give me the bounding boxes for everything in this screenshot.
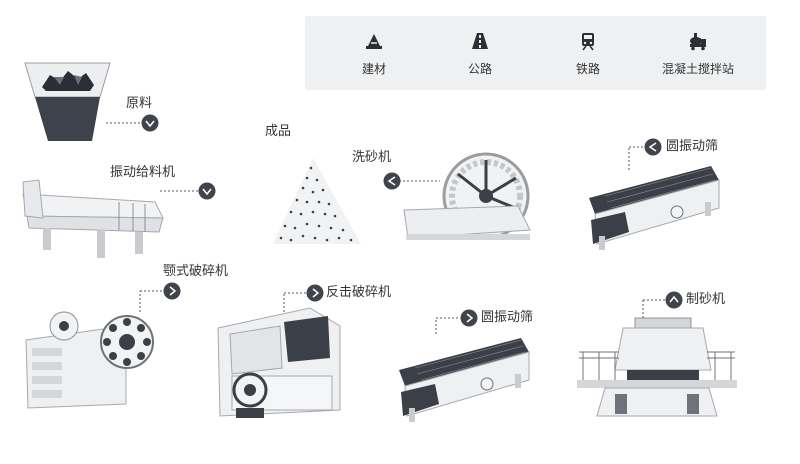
label-sand-maker: 制砂机: [686, 292, 726, 307]
legend-label: 铁路: [575, 62, 600, 76]
vibrating-feeder: [22, 179, 164, 258]
badge-vibrating-screen-bottom: [460, 309, 478, 327]
finished-product-pile: [273, 158, 361, 244]
jaw-crusher: [25, 311, 154, 409]
vibrating-screen-top: [589, 166, 720, 250]
legend-label: 建材: [361, 62, 386, 76]
impact-crusher: [217, 307, 341, 418]
building-material-icon: [366, 34, 382, 49]
sand-washer: [403, 152, 531, 240]
label-sand-washer: 洗砂机: [352, 150, 392, 165]
badge-impact-crusher: [306, 284, 324, 302]
label-finished-product: 成品: [265, 124, 292, 139]
highway-icon: [472, 33, 488, 49]
label-vibrating-screen-top: 圆振动筛: [666, 139, 719, 154]
label-impact-crusher: 反击破碎机: [326, 285, 392, 300]
badge-jaw-crusher: [163, 282, 181, 300]
badge-sand-maker: [665, 291, 683, 309]
legend-item-concrete-mixing: 混凝土搅拌站: [633, 16, 763, 90]
sand-making-machine: [577, 317, 737, 417]
application-legend: 建材 公路 铁路: [305, 16, 766, 90]
legend-item-railway: 铁路: [533, 16, 643, 90]
badge-vibrating-screen-top: [644, 138, 662, 156]
concrete-mixer-truck-icon: [690, 33, 706, 51]
badge-raw-material: [141, 114, 159, 132]
label-raw-material: 原料: [126, 96, 153, 111]
label-vibrating-feeder: 振动给料机: [110, 165, 176, 180]
legend-item-building-materials: 建材: [319, 16, 429, 90]
legend-item-highway: 公路: [425, 16, 535, 90]
badge-vibrating-feeder: [198, 182, 216, 200]
label-vibrating-screen-bottom: 圆振动筛: [481, 310, 534, 325]
label-jaw-crusher: 颚式破碎机: [163, 264, 229, 279]
vibrating-screen-bottom: [399, 338, 530, 422]
badge-sand-washer: [383, 172, 401, 190]
legend-label: 混凝土搅拌站: [661, 62, 734, 76]
railway-train-icon: [582, 33, 594, 51]
raw-material-hopper: [24, 62, 111, 141]
legend-label: 公路: [467, 62, 492, 76]
